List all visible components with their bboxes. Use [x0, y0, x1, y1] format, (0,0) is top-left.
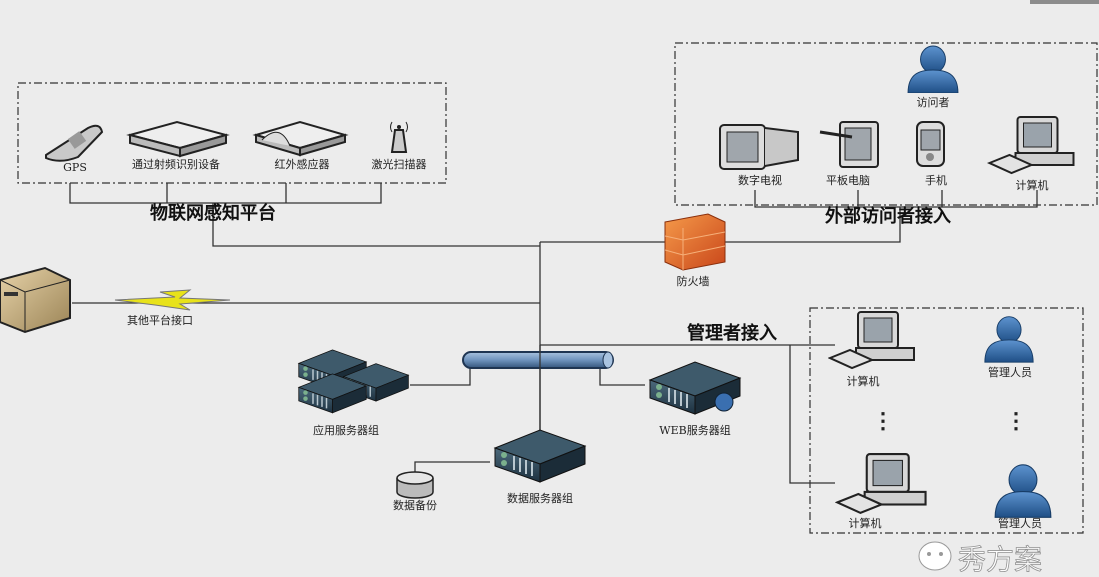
device-label: 手机 — [925, 173, 947, 187]
globe-icon — [714, 392, 734, 412]
data-server-group: 数据服务器组 — [494, 429, 586, 505]
external-access-title: 外部访问者接入 — [825, 205, 951, 227]
tv-icon — [719, 124, 799, 170]
manager-label: 管理人员 — [988, 365, 1032, 379]
lightning-icon — [114, 289, 231, 311]
gps-handheld-icon — [45, 124, 104, 162]
visitor-label: 访问者 — [917, 96, 950, 109]
backup-label: 数据备份 — [393, 498, 437, 512]
other-platform-label: 其他平台接口 — [127, 313, 193, 327]
device-label: 激光扫描器 — [372, 157, 427, 171]
ellipsis: ⋮ — [1005, 408, 1027, 434]
watermark-text: 秀方案 — [958, 543, 1042, 576]
wechat-logo-icon — [918, 541, 952, 571]
data-server-icon — [494, 429, 586, 483]
iot-platform-title: 物联网感知平台 — [150, 202, 276, 224]
computer-icon — [836, 453, 927, 514]
iot-platform-group: GPS 通过射频识别设备 红外感应器 激光扫描器 物联网感知平台 — [17, 82, 447, 224]
external-access-border — [674, 42, 1098, 206]
computer-label: 计算机 — [847, 374, 880, 388]
laser-scanner-icon — [390, 121, 408, 153]
computer-icon — [829, 311, 915, 369]
manager-person-icon — [994, 464, 1052, 518]
device-label: 计算机 — [1016, 178, 1049, 192]
visitor-person-icon — [907, 45, 959, 93]
server-icon — [0, 266, 71, 334]
app-server-group: 应用服务器组 — [297, 349, 410, 437]
manager-access-border — [809, 307, 1084, 534]
web-server-label: WEB服务器组 — [659, 423, 730, 437]
ellipsis: ⋮ — [872, 408, 894, 434]
other-platform-group: 其他平台接口 — [0, 266, 231, 334]
top-right-bar — [1030, 0, 1099, 4]
manager-label: 管理人员 — [998, 516, 1042, 530]
computer-label: 计算机 — [849, 516, 882, 530]
firewall-icon — [664, 213, 726, 271]
device-label: 红外感应器 — [275, 157, 330, 171]
iot-platform-border — [17, 82, 447, 184]
device-label: 平板电脑 — [826, 173, 870, 187]
firewall-label: 防火墙 — [677, 274, 710, 288]
backup-group: 数据备份 — [393, 471, 437, 512]
manager-person-icon — [984, 316, 1034, 363]
device-label: 数字电视 — [738, 173, 782, 187]
device-label: 通过射频识别设备 — [132, 157, 220, 171]
infrared-sensor-icon — [252, 120, 349, 157]
data-server-label: 数据服务器组 — [507, 491, 573, 505]
device-label: GPS — [63, 161, 87, 174]
firewall-group: 防火墙 — [664, 213, 726, 288]
external-access-group: 访问者 数字电视 平板电脑 手机 计算机 外部访问者接入 — [674, 42, 1098, 227]
tablet-icon — [819, 121, 879, 168]
manager-access-title: 管理者接入 — [687, 322, 777, 344]
network-bus-icon — [462, 351, 614, 369]
manager-access-group: 管理者接入 计算机 管理人员 ⋮ ⋮ 计算机 管理人员 — [687, 307, 1084, 534]
computer-icon — [988, 115, 1075, 175]
phone-icon — [916, 121, 945, 167]
web-server-group: WEB服务器组 — [649, 361, 741, 437]
watermark: 秀方案 — [918, 541, 1042, 576]
app-server-label: 应用服务器组 — [313, 423, 379, 437]
database-icon — [396, 471, 434, 499]
rfid-reader-icon — [126, 120, 230, 158]
